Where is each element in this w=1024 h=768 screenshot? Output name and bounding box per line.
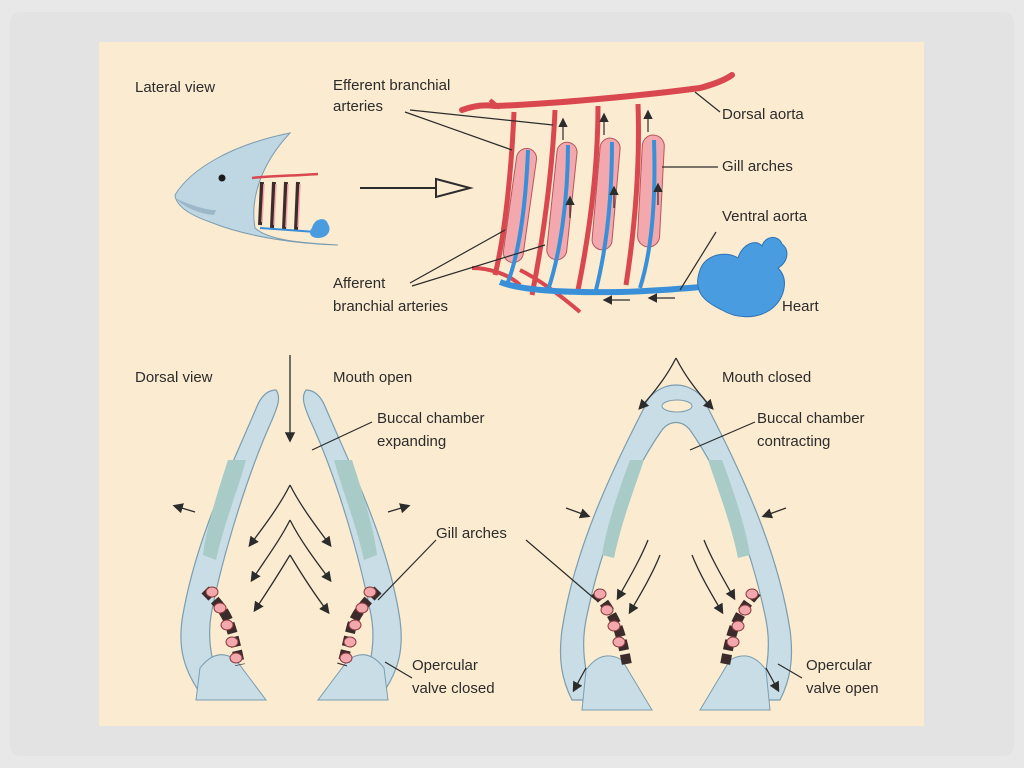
gill-arches-top-label: Gill arches (722, 158, 793, 175)
heart-illustration (697, 237, 788, 318)
buccal-expanding-line1: Buccal chamber (377, 410, 485, 427)
branchial-circulation (459, 72, 788, 318)
mouth-closed-illustration (559, 357, 793, 711)
lateral-view-label: Lateral view (135, 79, 216, 96)
efferent-artery-3 (575, 105, 601, 291)
mouth-open-illustration (172, 355, 411, 701)
mouth-closed-label: Mouth closed (722, 369, 812, 386)
opercular-open-line2: valve open (806, 680, 879, 697)
dorsal-view-label: Dorsal view (135, 369, 213, 386)
gill-arches-right-closed (720, 588, 761, 666)
efferent-artery-2 (529, 109, 558, 296)
efferent-artery-4 (623, 103, 641, 286)
bottom-leader-lines (311, 421, 803, 679)
efferent-label-line2: arteries (333, 98, 384, 115)
gill-arches-left-open (201, 586, 245, 666)
buccal-contracting-line1: Buccal chamber (757, 410, 865, 427)
dorsal-aorta (459, 72, 735, 113)
opercular-open-line1: Opercular (806, 657, 872, 674)
gill-arches-right-open (337, 586, 382, 667)
top-leader-lines (404, 91, 721, 291)
afferent-label-line2: branchial arteries (333, 298, 449, 315)
buccal-contracting-line2: contracting (757, 433, 831, 450)
mouth-open-label: Mouth open (333, 369, 413, 386)
heart-label: Heart (782, 298, 819, 315)
efferent-artery-1 (492, 111, 517, 276)
afferent-label-line1: Afferent (333, 275, 386, 292)
fish-head-illustration (174, 132, 339, 246)
enlarge-arrow (360, 177, 474, 199)
fish-heart-small (310, 219, 330, 238)
gill-arches-bottom-label: Gill arches (436, 525, 507, 542)
efferent-label-line1: Efferent branchial (333, 77, 451, 94)
fish-gill-arches (258, 181, 301, 231)
buccal-expanding-line2: expanding (377, 433, 447, 450)
ventral-aorta (498, 279, 713, 296)
opercular-closed-line2: valve closed (412, 680, 495, 697)
ventral-aorta-label: Ventral aorta (722, 208, 808, 225)
opercular-closed-line1: Opercular (412, 657, 478, 674)
gill-arches-left-closed (591, 588, 632, 666)
dorsal-aorta-label: Dorsal aorta (722, 106, 804, 123)
